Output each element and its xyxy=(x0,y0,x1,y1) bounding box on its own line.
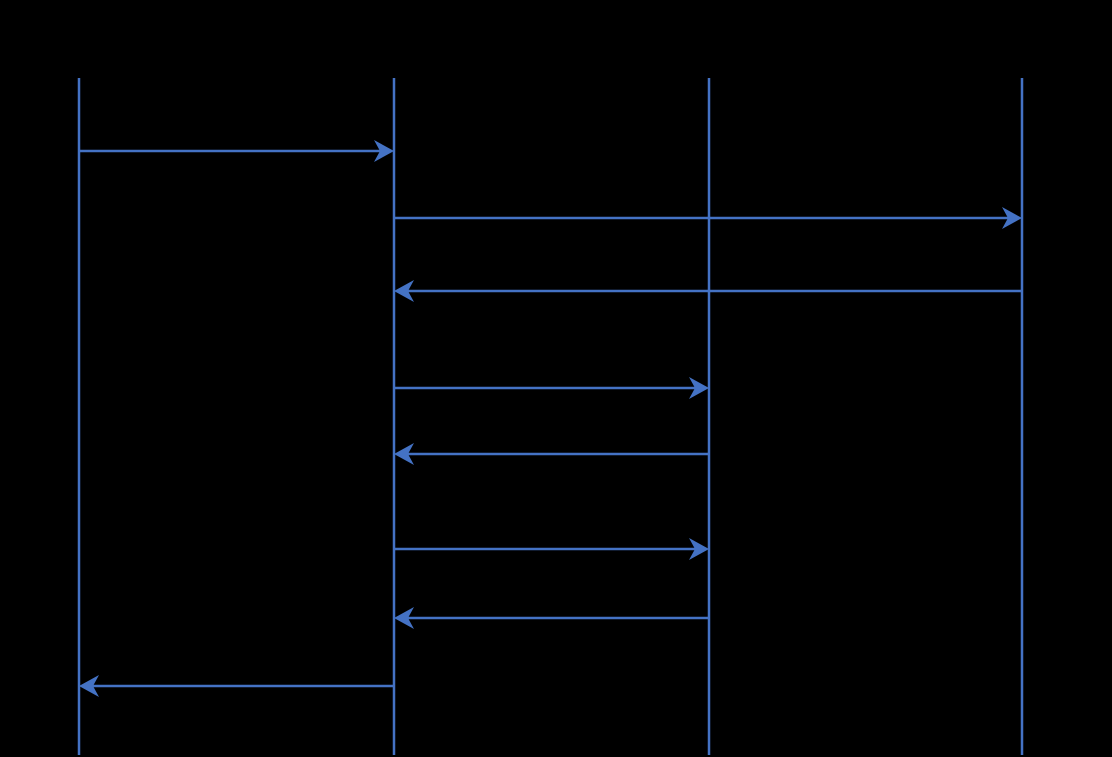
message-arrowhead-4 xyxy=(689,377,709,399)
message-arrowhead-3 xyxy=(394,280,414,302)
message-arrowhead-2 xyxy=(1002,207,1022,229)
message-arrowhead-7 xyxy=(394,607,414,629)
message-arrowhead-1 xyxy=(374,140,394,162)
message-arrowhead-6 xyxy=(689,538,709,560)
message-arrowhead-5 xyxy=(394,443,414,465)
message-arrowhead-8 xyxy=(79,675,99,697)
